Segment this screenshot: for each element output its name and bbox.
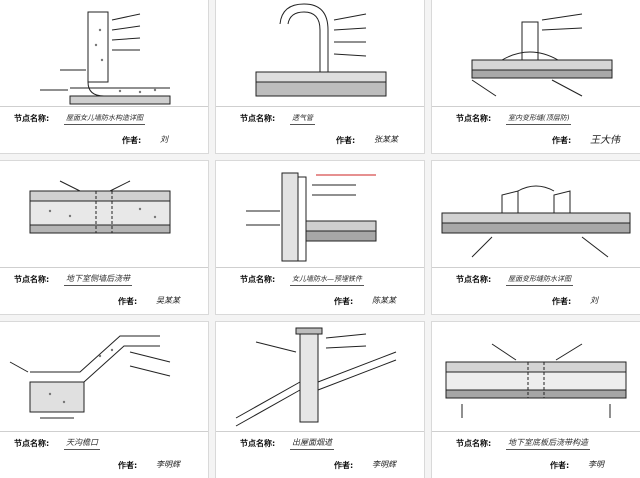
card-footer: 节点名称: 地下室底板后浇带构造 作者: 李明 <box>432 431 640 478</box>
drawing-card: 节点名称: 地下室侧墙后浇带 作者: 吴某某 <box>0 161 208 314</box>
author-signature: 王大伟 <box>590 135 620 146</box>
card-footer: 节点名称: 地下室侧墙后浇带 作者: 吴某某 <box>0 267 208 314</box>
author-signature: 李明 <box>588 460 604 469</box>
card-footer: 节点名称: 天沟檐口 作者: 李明辉 <box>0 431 208 478</box>
node-name-value: 室内变形缝(顶层防) <box>506 113 572 125</box>
author-signature: 李明辉 <box>372 460 396 469</box>
card-footer: 节点名称: 透气管 作者: 张某某 <box>216 106 424 153</box>
node-name-label: 节点名称: <box>456 114 492 123</box>
node-name-value: 地下室侧墙后浇带 <box>64 273 132 286</box>
card-footer: 节点名称: 出屋面烟道 作者: 李明辉 <box>216 431 424 478</box>
node-name-label: 节点名称: <box>240 275 276 284</box>
card-footer: 节点名称: 屋面变形缝防水详图 作者: 刘 <box>432 267 640 314</box>
drawing-card: 节点名称: 女儿墙防水—预埋铁件 作者: 陈某某 <box>216 161 424 314</box>
drawing-card: 节点名称: 屋面女儿墙防水构造详图 作者: 刘 <box>0 0 208 153</box>
card-footer: 节点名称: 屋面女儿墙防水构造详图 作者: 刘 <box>0 106 208 153</box>
node-name-label: 节点名称: <box>14 439 50 448</box>
node-name-label: 节点名称: <box>456 439 492 448</box>
node-name-value: 女儿墙防水—预埋铁件 <box>290 274 364 286</box>
node-name-value: 屋面女儿墙防水构造详图 <box>64 113 145 125</box>
detail-drawing <box>471 13 613 97</box>
drawing-card: 节点名称: 出屋面烟道 作者: 李明辉 <box>216 322 424 478</box>
detail-drawing <box>246 172 377 262</box>
detail-drawing <box>445 343 627 418</box>
node-name-label: 节点名称: <box>14 114 50 123</box>
author-signature: 张某某 <box>374 135 398 144</box>
node-name-label: 节点名称: <box>14 275 50 284</box>
detail-drawing <box>9 335 171 419</box>
detail-drawing <box>29 180 171 234</box>
author-label: 作者: <box>552 297 572 306</box>
author-signature: 吴某某 <box>156 296 180 305</box>
detail-drawing <box>40 11 171 105</box>
node-name-value: 地下室底板后浇带构造 <box>506 437 590 450</box>
card-footer: 节点名称: 室内变形缝(顶层防) 作者: 王大伟 <box>432 106 640 153</box>
author-label: 作者: <box>118 461 138 470</box>
author-label: 作者: <box>122 136 142 145</box>
detail-drawing <box>441 185 631 258</box>
node-name-label: 节点名称: <box>240 439 276 448</box>
author-signature: 李明辉 <box>156 460 180 469</box>
author-label: 作者: <box>550 461 570 470</box>
drawing-card: 节点名称: 天沟檐口 作者: 李明辉 <box>0 322 208 478</box>
author-signature: 陈某某 <box>372 296 396 305</box>
node-name-label: 节点名称: <box>456 275 492 284</box>
author-label: 作者: <box>334 461 354 470</box>
author-label: 作者: <box>118 297 138 306</box>
node-name-value: 屋面变形缝防水详图 <box>506 274 573 286</box>
drawing-card: 节点名称: 室内变形缝(顶层防) 作者: 王大伟 <box>432 0 640 153</box>
card-footer: 节点名称: 女儿墙防水—预埋铁件 作者: 陈某某 <box>216 267 424 314</box>
drawing-card: 节点名称: 地下室底板后浇带构造 作者: 李明 <box>432 322 640 478</box>
node-name-value: 天沟檐口 <box>64 437 100 450</box>
node-name-value: 出屋面烟道 <box>290 437 334 450</box>
author-signature: 刘 <box>590 296 598 305</box>
author-signature: 刘 <box>160 135 168 144</box>
drawing-card: 节点名称: 屋面变形缝防水详图 作者: 刘 <box>432 161 640 314</box>
author-label: 作者: <box>552 136 572 145</box>
author-label: 作者: <box>334 297 354 306</box>
node-name-value: 透气管 <box>290 113 315 125</box>
detail-drawing <box>235 327 397 427</box>
node-name-label: 节点名称: <box>240 114 276 123</box>
detail-drawing <box>255 3 387 97</box>
author-label: 作者: <box>336 136 356 145</box>
drawing-card: 节点名称: 透气管 作者: 张某某 <box>216 0 424 153</box>
